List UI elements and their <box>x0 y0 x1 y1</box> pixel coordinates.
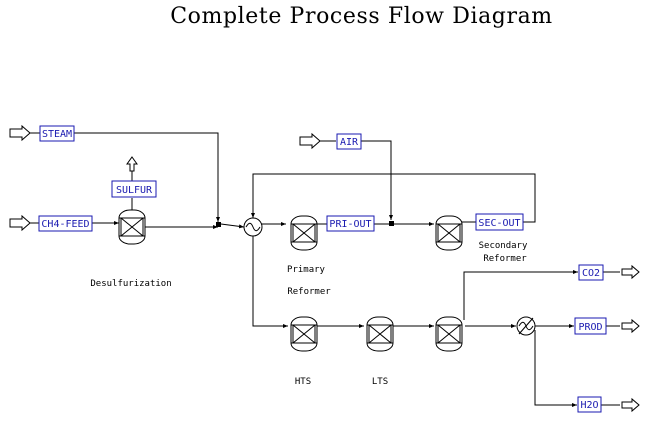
lts-vessel <box>366 316 394 352</box>
label-secondary: Secondary <box>479 241 528 251</box>
primary-reformer-vessel <box>290 215 318 251</box>
svg-text:H2O: H2O <box>580 400 598 411</box>
svg-text:CH4-FEED: CH4-FEED <box>41 219 89 230</box>
air-line <box>361 140 393 220</box>
stream-tag-h2o[interactable]: H2O <box>577 396 602 413</box>
co2-line <box>463 270 578 320</box>
recycle-line <box>251 173 536 223</box>
steam-inlet-arrow-icon <box>9 125 31 141</box>
stream-tag-co2[interactable]: CO2 <box>578 264 604 281</box>
hts-vessel <box>290 316 318 352</box>
stream-tag-sulfur[interactable]: SULFUR <box>111 180 157 198</box>
svg-text:SEC-OUT: SEC-OUT <box>478 218 520 229</box>
svg-text:PROD: PROD <box>578 322 602 333</box>
label-primary: Primary <box>287 265 326 275</box>
sulfur-outlet-arrow-icon <box>126 156 138 172</box>
air-mix-node <box>389 221 394 226</box>
secondary-reformer-vessel <box>435 215 463 251</box>
stream-tag-ch4-feed[interactable]: CH4-FEED <box>38 215 93 232</box>
label-lts: LTS <box>372 377 388 387</box>
air-inlet-arrow-icon <box>299 133 321 149</box>
svg-text:SULFUR: SULFUR <box>116 185 153 196</box>
prod-outlet-arrow-icon <box>621 319 640 333</box>
stream-tag-air[interactable]: AIR <box>336 133 362 150</box>
diagram-title: Complete Process Flow Diagram <box>170 4 553 29</box>
steam-line <box>74 132 220 222</box>
label-hts: HTS <box>295 377 311 387</box>
label-desulfurization: Desulfurization <box>90 279 171 289</box>
svg-text:CO2: CO2 <box>582 268 600 279</box>
h2o-outlet-arrow-icon <box>621 398 640 412</box>
label-primary-reformer: Reformer <box>287 287 331 297</box>
separator-vessel <box>435 316 463 352</box>
ch4-inlet-arrow-icon <box>9 215 31 231</box>
stream-tag-pri-out[interactable]: PRI-OUT <box>326 215 375 232</box>
desulfurization-vessel <box>118 209 146 245</box>
mixer-node <box>216 222 221 227</box>
label-secondary-reformer: Reformer <box>483 254 527 264</box>
svg-text:STEAM: STEAM <box>42 129 72 140</box>
h2o-line <box>534 330 577 407</box>
stream-tag-steam[interactable]: STEAM <box>39 125 75 142</box>
svg-text:PRI-OUT: PRI-OUT <box>329 219 371 230</box>
svg-text:AIR: AIR <box>340 137 359 148</box>
stream-tag-sec-out[interactable]: SEC-OUT <box>475 213 524 231</box>
co2-outlet-arrow-icon <box>621 265 640 279</box>
stream-tag-prod[interactable]: PROD <box>574 317 607 335</box>
